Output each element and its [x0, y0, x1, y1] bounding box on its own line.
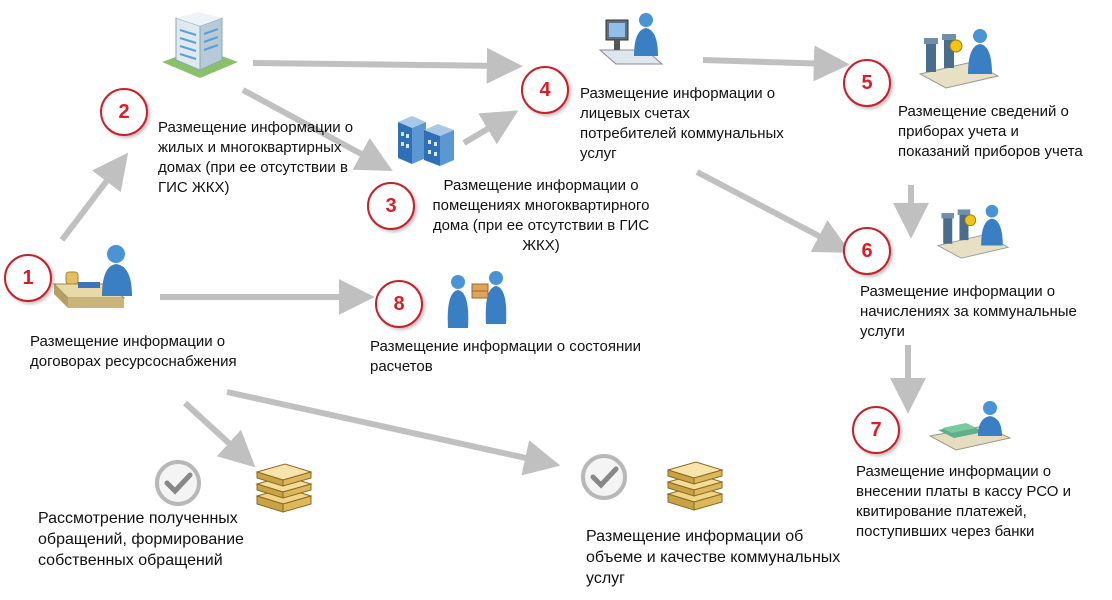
appeals-label: Рассмотрение полученных обращений, форми… [38, 510, 244, 569]
step-6-label: Размещение информации о начислениях за к… [860, 283, 1077, 340]
step-6-badge: 6 [843, 227, 891, 275]
step-number: 7 [870, 418, 882, 441]
step-1-label: Размещение информации о договорах ресурс… [30, 333, 237, 370]
step-number: 5 [861, 71, 873, 94]
meters-icon [936, 204, 1010, 259]
step-7-badge: 7 [852, 406, 900, 454]
step-3-label: Размещение информации о помещениях много… [432, 177, 650, 254]
step-3-badge: 3 [367, 182, 415, 230]
arrow-1-to-quality [226, 389, 561, 476]
buildings-icon [398, 116, 454, 166]
checkmark-icon [155, 460, 201, 506]
arrow-3-to-4 [462, 110, 519, 146]
arrow-2-to-4 [252, 47, 523, 84]
step-2-label: Размещение информации о жилых и многоква… [158, 119, 354, 196]
step-5-label: Размещение сведений о приборах учета и п… [898, 103, 1083, 160]
computer-operator-icon [598, 13, 664, 65]
step-4-badge: 4 [521, 66, 569, 114]
documents-stack-icon [666, 461, 724, 511]
step-number: 6 [861, 239, 873, 262]
step-number: 8 [393, 292, 405, 315]
arrow-1-to-2 [59, 152, 129, 242]
apartment-building-icon [162, 12, 238, 78]
arrow-1-to-appeals [182, 400, 256, 468]
delivery-icon [447, 271, 507, 328]
quality-label: Размещение информации об объеме и качест… [586, 528, 841, 587]
documents-stack-icon [255, 463, 313, 513]
step-1-badge: 1 [4, 254, 52, 302]
step-8-badge: 8 [375, 280, 423, 328]
arrow-4-to-5 [702, 45, 850, 82]
step-7-label: Размещение информации о внесении платы в… [856, 463, 1071, 540]
step-4-label: Размещение информации о лицевых счетах п… [580, 85, 784, 162]
step-5-badge: 5 [843, 59, 891, 107]
step-number: 3 [385, 194, 397, 217]
office-worker-icon [52, 245, 132, 308]
checkmark-icon [581, 454, 627, 500]
arrow-4-to-6 [695, 169, 851, 253]
arrow-2-to-3 [241, 87, 393, 171]
step-number: 4 [539, 78, 551, 101]
step-number: 2 [118, 100, 130, 123]
meters-icon [918, 29, 1000, 89]
step-number: 1 [22, 266, 34, 289]
step-2-badge: 2 [100, 88, 148, 136]
cash-register-icon [928, 401, 1012, 451]
step-8-label: Размещение информации о состоянии расчет… [370, 338, 641, 375]
